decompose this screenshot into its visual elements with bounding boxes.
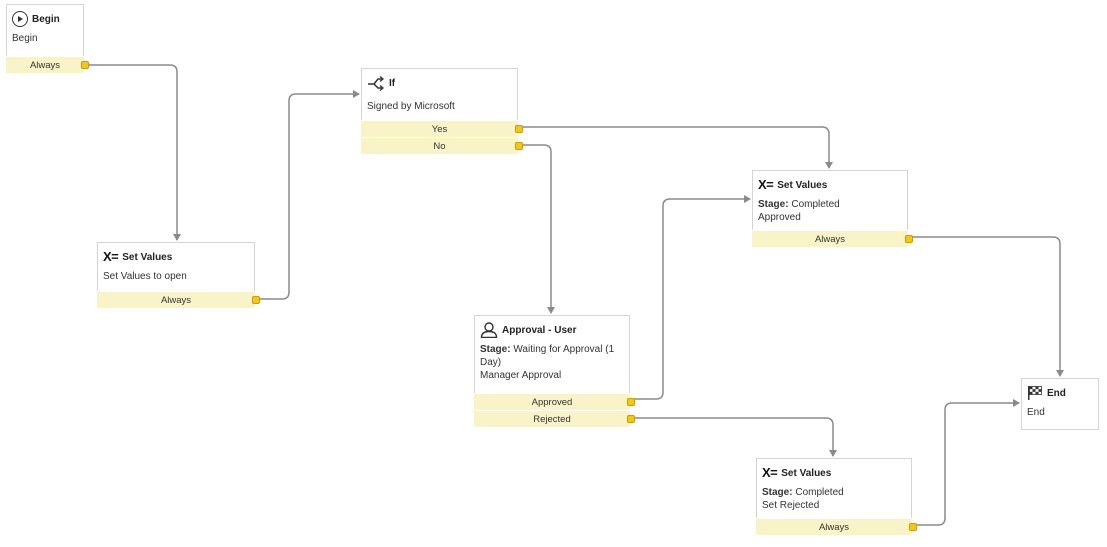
node-set-values-approved[interactable]: X= Set Values Stage: Completed Approved … <box>752 170 913 247</box>
output-yes[interactable]: Yes <box>361 120 523 137</box>
output-always[interactable]: Always <box>6 56 89 73</box>
connector-set-rejected-to-end <box>915 399 1020 526</box>
node-if[interactable]: If Signed by Microsoft Yes No <box>361 68 523 154</box>
output-port[interactable] <box>252 296 260 304</box>
node-end[interactable]: End End <box>1021 378 1099 430</box>
node-description: Set Values to open <box>103 271 187 282</box>
output-port[interactable] <box>909 523 917 531</box>
node-title: Set Values <box>122 251 173 263</box>
output-always[interactable]: Always <box>97 291 260 308</box>
output-port[interactable] <box>515 125 523 133</box>
output-no[interactable]: No <box>361 137 523 154</box>
output-always[interactable]: Always <box>756 518 917 535</box>
output-port[interactable] <box>627 415 635 423</box>
node-description: Begin <box>12 33 38 44</box>
output-approved[interactable]: Approved <box>474 393 635 410</box>
output-port[interactable] <box>627 398 635 406</box>
stage-label: Stage: <box>762 487 793 498</box>
stage-value: Completed <box>791 199 840 210</box>
play-circle-icon <box>12 11 28 27</box>
connector-if-yes-to-set-approved <box>522 126 833 169</box>
node-description: Stage: Waiting for Approval (1 Day) Mana… <box>475 340 629 382</box>
node-subtitle: Approved <box>758 212 801 223</box>
node-title: Begin <box>32 13 60 25</box>
connector-set-approved-to-end <box>911 236 1064 377</box>
set-values-icon: X= <box>762 465 778 480</box>
set-values-icon: X= <box>103 249 119 264</box>
node-description: Signed by Microsoft <box>367 101 455 112</box>
connector-approved-to-set-approved <box>634 195 751 400</box>
node-subtitle: Manager Approval <box>480 370 562 381</box>
branch-icon <box>367 75 385 91</box>
user-icon <box>480 322 498 338</box>
node-set-values-rejected[interactable]: X= Set Values Stage: Completed Set Rejec… <box>756 458 917 535</box>
stage-label: Stage: <box>758 199 789 210</box>
node-description: Stage: Completed Set Rejected <box>757 483 911 512</box>
output-rejected[interactable]: Rejected <box>474 410 635 427</box>
node-title: End <box>1047 387 1066 399</box>
output-always[interactable]: Always <box>752 230 913 247</box>
node-title: Approval - User <box>502 324 577 336</box>
node-title: Set Values <box>777 179 828 191</box>
node-title: Set Values <box>781 467 832 479</box>
stage-value: Waiting for Approval (1 Day) <box>480 344 615 368</box>
stage-value: Completed <box>795 487 844 498</box>
checkered-flag-icon <box>1027 385 1043 401</box>
connector-rejected-to-set-rejected <box>634 417 837 457</box>
node-approval-user[interactable]: Approval - User Stage: Waiting for Appro… <box>474 315 635 427</box>
node-set-values-open[interactable]: X= Set Values Set Values to open Always <box>97 242 260 308</box>
connector-begin-to-set-open <box>88 64 181 241</box>
output-port[interactable] <box>515 142 523 150</box>
output-port[interactable] <box>905 235 913 243</box>
connector-set-open-to-if <box>259 90 360 300</box>
stage-label: Stage: <box>480 344 511 355</box>
node-description: Stage: Completed Approved <box>753 195 907 224</box>
node-title: If <box>389 77 396 89</box>
node-subtitle: Set Rejected <box>762 500 820 511</box>
output-port[interactable] <box>81 61 89 69</box>
connector-if-no-to-approval <box>522 144 555 314</box>
node-begin[interactable]: Begin Begin Always <box>6 4 89 73</box>
node-description: End <box>1027 407 1045 418</box>
set-values-icon: X= <box>758 177 774 192</box>
